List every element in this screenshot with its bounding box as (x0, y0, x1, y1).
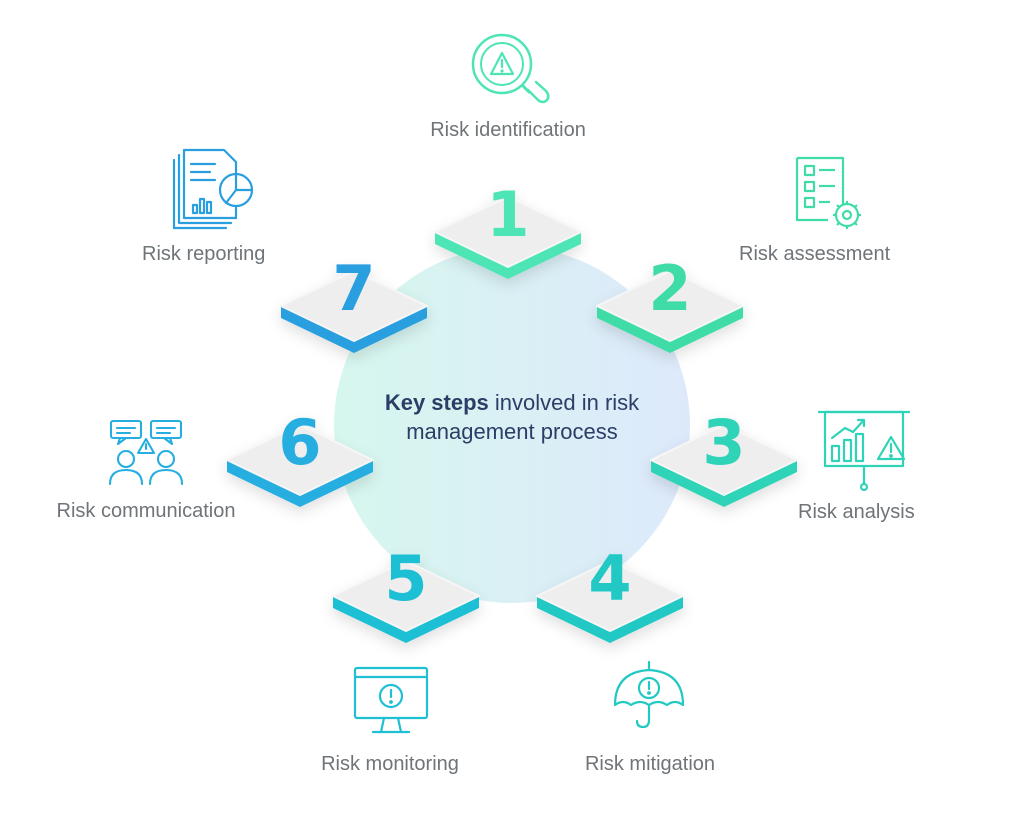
step-number-4: 4 (588, 542, 631, 615)
step-tile-3: 3 (650, 406, 798, 507)
step-tile-side-1 (435, 232, 581, 279)
step-label-5: Risk monitoring (321, 753, 459, 775)
step-number-7: 7 (332, 252, 375, 325)
step-number-2: 2 (648, 252, 691, 325)
step-tile-top-1 (434, 196, 582, 268)
chart-board-warning-icon (817, 410, 911, 492)
step-number-5: 5 (384, 542, 427, 615)
step-label-2: Risk assessment (739, 243, 891, 265)
monitor-alert-icon (353, 666, 429, 734)
people-discussion-icon (108, 419, 184, 486)
center-circle (334, 247, 690, 603)
step-tile-side-7 (281, 306, 427, 353)
step-label-7: Risk reporting (142, 243, 266, 265)
center-title-bold: Key steps (384, 390, 489, 415)
step-tile-7: 7 (280, 252, 428, 353)
step-tile-top-3 (650, 424, 798, 496)
step-label-4: Risk mitigation (584, 753, 716, 775)
step-tile-top-5 (332, 560, 480, 632)
step-tile-2: 2 (596, 252, 744, 353)
step-tile-top-2 (596, 270, 744, 342)
step-tile-side-6 (227, 460, 373, 507)
step-tile-1: 1 (434, 178, 582, 279)
step-tile-top-6 (226, 424, 374, 496)
step-tile-top-4 (536, 560, 684, 632)
step-tile-side-2 (597, 306, 743, 353)
step-number-3: 3 (702, 406, 745, 479)
step-number-1: 1 (486, 178, 529, 251)
step-number-6: 6 (278, 406, 321, 479)
report-pie-chart-icon (172, 148, 254, 230)
warning-magnifier-icon (471, 33, 550, 104)
step-label-3: Risk analysis (798, 501, 915, 523)
center-title: Key steps involved in risk management pr… (372, 388, 652, 446)
step-label-1: Risk identification (430, 119, 586, 141)
step-tile-side-3 (651, 460, 797, 507)
step-tile-4: 4 (536, 542, 684, 643)
step-tile-side-5 (333, 596, 479, 643)
step-tile-5: 5 (332, 542, 480, 643)
umbrella-alert-icon (613, 660, 685, 729)
center-title-rest: involved in risk management process (406, 390, 640, 444)
checklist-gear-icon (795, 156, 861, 229)
step-tile-6: 6 (226, 406, 374, 507)
step-label-6: Risk communication (56, 500, 236, 522)
step-tile-top-7 (280, 270, 428, 342)
step-tile-side-4 (537, 596, 683, 643)
